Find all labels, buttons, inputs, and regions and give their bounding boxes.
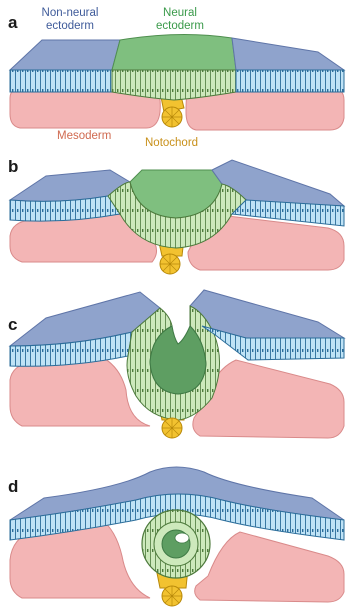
panel-letter-b: b	[8, 157, 18, 176]
mesoderm-label: Mesoderm	[57, 130, 111, 142]
neural-plate-top-a	[112, 34, 236, 70]
notochord-c	[162, 418, 182, 438]
notochord-d	[162, 586, 182, 606]
notochord-label: Notochord	[145, 137, 198, 149]
non-neural-ectoderm-label-line2: ectoderm	[46, 20, 94, 32]
ectoderm-top-left-a	[10, 40, 120, 70]
neural-ectoderm-label-line2: ectoderm	[156, 20, 204, 32]
panel-d: d	[8, 467, 344, 606]
neural-tube-d	[142, 510, 210, 578]
ectoderm-cells-left-a	[10, 70, 112, 92]
panel-a: a Non-neural ectoderm Neural ectoderm Me…	[8, 7, 344, 149]
panel-letter-c: c	[8, 315, 17, 334]
notochord-b	[160, 254, 180, 274]
non-neural-ectoderm-label-line1: Non-neural	[42, 7, 99, 19]
panel-letter-a: a	[8, 13, 18, 32]
panel-c: c	[8, 290, 344, 438]
ectoderm-cells-right-a	[236, 70, 344, 92]
panel-letter-d: d	[8, 477, 18, 496]
neural-ectoderm-label-line1: Neural	[163, 7, 197, 19]
mesoderm-right-d	[195, 532, 344, 602]
ectoderm-top-right-a	[232, 38, 344, 70]
notochord-a	[162, 107, 182, 127]
panel-b: b	[8, 157, 344, 274]
